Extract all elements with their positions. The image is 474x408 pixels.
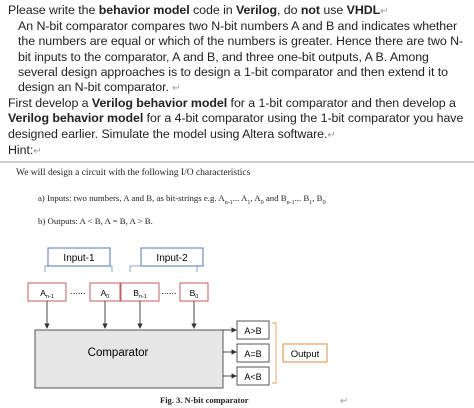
out-gt-label: A>B <box>244 326 261 336</box>
output-label: Output <box>291 349 320 360</box>
comparator-label: Comparator <box>88 347 149 359</box>
out-eq-label: A=B <box>244 349 261 359</box>
out-lt-label: A<B <box>244 372 261 382</box>
out-eq-box <box>236 343 270 363</box>
out-gt-box <box>236 320 270 340</box>
comparator-box <box>34 329 224 389</box>
output-bracket <box>272 322 277 384</box>
hint-image: We will design a circuit with the follow… <box>8 166 468 407</box>
dots-a: ...... <box>70 286 85 296</box>
return-mark: ↵ <box>380 6 389 17</box>
bit-a-low: A0 <box>101 288 110 300</box>
question-paragraph1: An N-bit comparator compares two N-bit n… <box>18 19 464 95</box>
separator <box>0 161 474 163</box>
dots-b: ...... <box>161 286 176 296</box>
bit-b-low: B0 <box>190 288 199 300</box>
bit-b-high: Bn-1 <box>133 288 147 300</box>
question-paragraph2: First develop a Verilog behavior model f… <box>8 96 464 141</box>
hint-label: Hint:↵ <box>8 142 42 157</box>
question-line1: Please write the behavior model code in … <box>8 3 389 17</box>
question-text: Please write the behavior model code in … <box>8 3 470 159</box>
input1-bracket <box>44 265 113 272</box>
hint-item-a: a) Inputs: two numbers, A and B, as bit-… <box>38 193 326 206</box>
output-box <box>282 343 328 363</box>
out-lt-box <box>236 366 270 386</box>
comparator-diagram: Input-1 Input-2 An-1 ...... A0 Bn-1 ....… <box>27 247 328 389</box>
hint-item-b: b) Outputs: A < B, A = B, A > B. <box>38 216 153 226</box>
input1-label: Input-1 <box>63 253 95 264</box>
hint-heading: We will design a circuit with the follow… <box>16 168 251 178</box>
input2-label: Input-2 <box>156 253 188 264</box>
input2-bracket <box>129 265 198 272</box>
figure-caption: Fig. 3. N-bit comparator <box>160 395 249 405</box>
bit-a-high: An-1 <box>40 288 54 300</box>
return-mark-end: ↵ <box>340 396 349 407</box>
